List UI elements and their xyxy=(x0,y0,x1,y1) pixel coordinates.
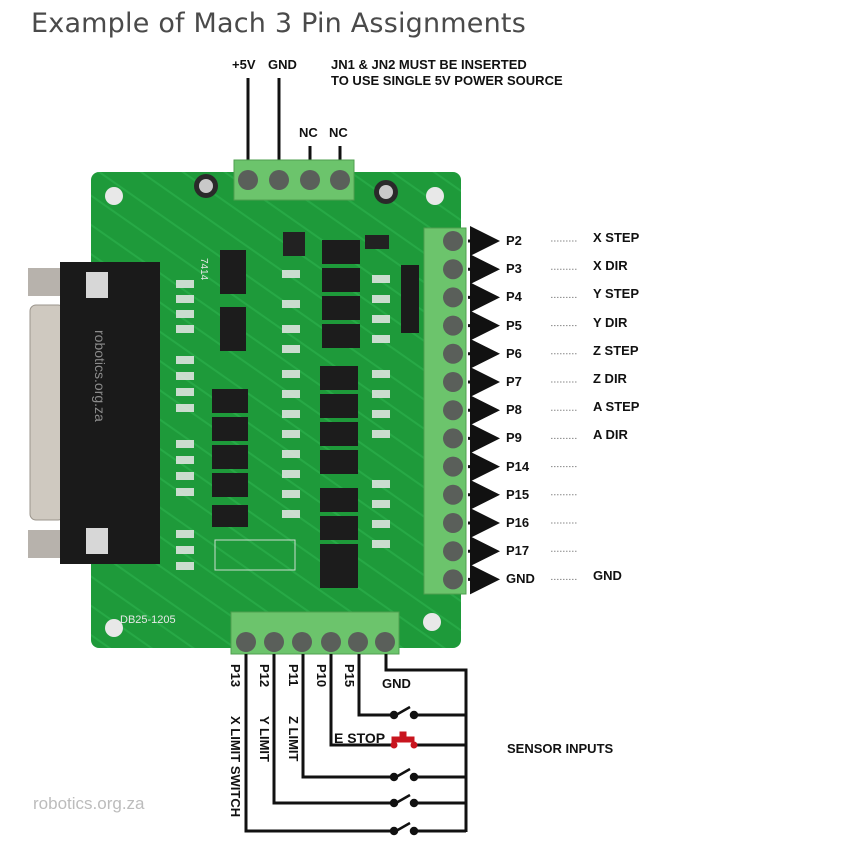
output-pin-label: GND xyxy=(506,571,535,587)
top-terminal-block xyxy=(233,159,355,201)
output-function-label: Y DIR xyxy=(593,314,628,330)
terminal-screw xyxy=(443,259,463,280)
ic-label: 7414 xyxy=(198,258,209,281)
output-pin-label: P5 xyxy=(506,317,522,333)
pcb-board xyxy=(91,172,461,648)
input-pin-p12: P12 xyxy=(257,664,272,688)
output-function-label: A DIR xyxy=(593,427,628,443)
output-function-label: GND xyxy=(593,568,622,584)
z-limit-label: Z LIMIT xyxy=(286,716,301,762)
output-pin-label: P14 xyxy=(506,458,530,474)
bottom-terminal-block xyxy=(230,611,400,655)
label-gnd-top: GND xyxy=(268,57,297,72)
db25-connector xyxy=(28,262,160,564)
board-model: DB25-1205 xyxy=(120,614,176,626)
switches xyxy=(389,705,419,836)
terminal-screw xyxy=(443,541,463,562)
right-terminal-block xyxy=(423,227,467,595)
connector-watermark: robotics.org.za xyxy=(92,330,108,422)
output-pin-label: P9 xyxy=(506,430,522,446)
sensor-inputs-label: SENSOR INPUTS xyxy=(507,741,614,756)
x-limit-switch-label: X LIMIT SWITCH xyxy=(228,716,243,818)
top-wires xyxy=(246,78,342,172)
terminal-screw xyxy=(443,456,463,477)
input-pin-p15: P15 xyxy=(342,664,357,688)
y-limit-label: Y LIMIT xyxy=(257,716,272,762)
terminal-screw xyxy=(443,428,463,449)
output-pin-label: P7 xyxy=(506,374,522,389)
terminal-screw xyxy=(443,569,463,590)
output-function-label: A STEP xyxy=(593,399,640,415)
input-pin-gnd: GND xyxy=(382,676,411,691)
input-pin-p13: P13 xyxy=(228,664,243,688)
estop-button xyxy=(390,731,418,749)
site-watermark: robotics.org.za xyxy=(33,794,145,813)
output-pin-label: P4 xyxy=(506,289,522,305)
output-function-label: X DIR xyxy=(593,258,628,274)
input-pin-p10: P10 xyxy=(314,664,329,688)
output-pin-label: P8 xyxy=(506,402,522,418)
estop-label: E STOP xyxy=(334,730,386,746)
input-pin-p11: P11 xyxy=(286,664,301,687)
output-pin-label: P15 xyxy=(506,486,530,502)
input-wiring xyxy=(244,654,468,833)
jumper-note: JN1 & JN2 MUST BE INSERTED TO USE SINGLE… xyxy=(331,57,563,89)
label-nc-1: NC xyxy=(299,125,318,140)
terminal-screw xyxy=(443,287,463,308)
output-function-label: Y STEP xyxy=(593,286,640,302)
terminal-screw xyxy=(443,231,463,251)
terminal-screw xyxy=(443,372,463,392)
label-nc-2: NC xyxy=(329,125,348,140)
mount-hole xyxy=(426,187,444,205)
jumper-note-line1: JN1 & JN2 MUST BE INSERTED xyxy=(331,57,527,72)
output-function-label: X STEP xyxy=(593,230,640,245)
output-pin-label: P16 xyxy=(506,515,530,530)
terminal-screw xyxy=(443,315,463,336)
terminal-screw xyxy=(443,484,463,505)
mount-hole xyxy=(105,619,123,637)
terminal-screw xyxy=(443,343,463,364)
label-plus5v: +5V xyxy=(232,57,256,72)
output-function-label: Z STEP xyxy=(593,342,639,358)
terminal-screw xyxy=(443,513,463,533)
mount-hole xyxy=(423,613,441,631)
output-function-label: Z DIR xyxy=(593,371,627,386)
terminal-screw xyxy=(443,400,463,421)
page-title: Example of Mach 3 Pin Assignments xyxy=(31,8,526,39)
output-arrows xyxy=(468,226,578,595)
mount-hole xyxy=(105,187,123,205)
output-pin-label: P2 xyxy=(506,233,522,248)
output-pin-label: P6 xyxy=(506,345,522,361)
jumper-note-line2: TO USE SINGLE 5V POWER SOURCE xyxy=(331,73,563,88)
output-pin-label: P3 xyxy=(506,261,522,277)
output-pin-label: P17 xyxy=(506,543,530,559)
